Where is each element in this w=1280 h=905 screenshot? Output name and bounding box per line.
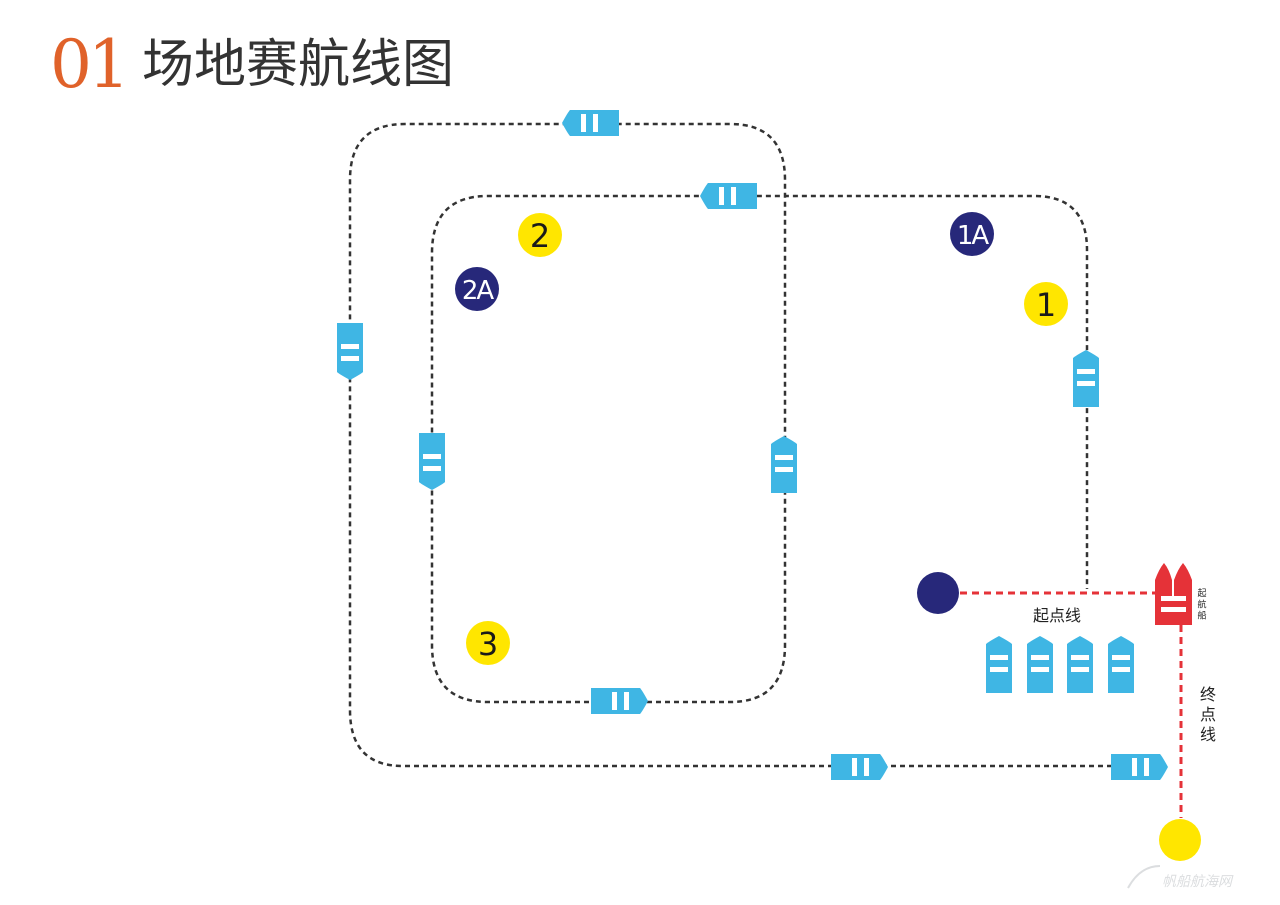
boat-icon xyxy=(1073,350,1099,407)
title-number: 01 xyxy=(50,26,130,103)
vertical-label-glyph: 航 xyxy=(1197,598,1206,610)
fleet-boat-icon xyxy=(1108,636,1134,693)
committee-boat-label: 起航船 xyxy=(1197,588,1206,622)
boat-icon xyxy=(771,436,797,493)
fleet-boat-icon xyxy=(1067,636,1093,693)
start-line-label: 起点线 xyxy=(1033,606,1081,625)
page-title: 01 场地赛航线图 xyxy=(50,18,454,98)
boat-icon xyxy=(591,688,648,714)
mark-2-label: 2 xyxy=(530,217,550,255)
start-pin-mark xyxy=(917,572,959,614)
boat-icon xyxy=(831,754,888,780)
vertical-label-glyph: 起 xyxy=(1197,588,1206,599)
outer-course-line xyxy=(348,122,1166,768)
mark-1-label: 1 xyxy=(1036,286,1056,324)
mark-1a xyxy=(950,212,994,256)
mark-2 xyxy=(518,213,562,257)
mark-3 xyxy=(466,621,510,665)
mark-3-label: 3 xyxy=(478,625,498,663)
boat-icon xyxy=(337,323,363,380)
finish-mark xyxy=(1159,819,1201,861)
vertical-label-glyph: 点 xyxy=(1200,705,1216,724)
vertical-label-glyph: 船 xyxy=(1197,610,1206,622)
boat-icon xyxy=(1111,754,1168,780)
mark-2a-label: 2A xyxy=(462,276,495,306)
watermark-text: 帆船航海网 xyxy=(1162,874,1234,890)
committee-boat-icon xyxy=(1155,563,1192,625)
boat-icon xyxy=(419,433,445,490)
fleet-boat-icon xyxy=(1027,636,1053,693)
watermark-logo: 帆船航海网 xyxy=(1127,865,1234,890)
boat-icon xyxy=(562,110,619,136)
finish-line-label: 终点线 xyxy=(1200,685,1216,744)
mark-1 xyxy=(1024,282,1068,326)
vertical-label-glyph: 终 xyxy=(1200,685,1216,704)
vertical-label-glyph: 线 xyxy=(1200,725,1216,744)
title-text: 场地赛航线图 xyxy=(141,35,454,95)
mark-2a xyxy=(455,267,499,311)
fleet-boat-icon xyxy=(986,636,1012,693)
mark-1a-label: 1A xyxy=(957,221,990,251)
boat-icon xyxy=(700,183,757,209)
